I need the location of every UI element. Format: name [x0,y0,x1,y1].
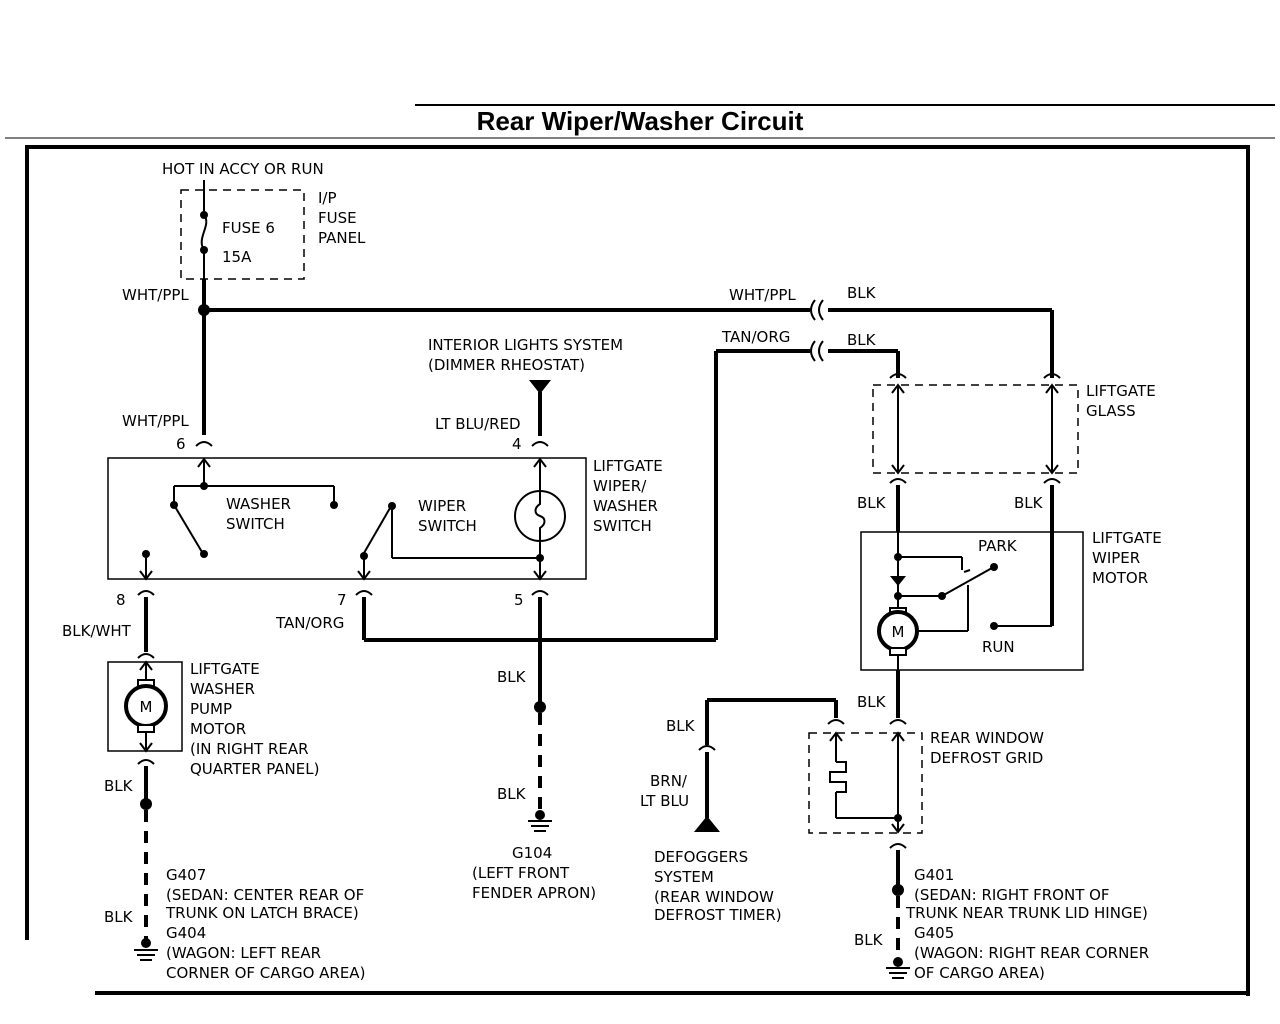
washer-switch-label-2: SWITCH [226,515,285,533]
switch-label-2: WIPER/ [593,477,647,495]
interior-lights-label-2: (DIMMER RHEOSTAT) [428,356,585,374]
wire-label-lt-blu-red: LT BLU/RED [435,415,521,433]
g405-label-2: (WAGON: RIGHT REAR CORNER [914,944,1149,962]
g104-label-2: (LEFT FRONT [472,864,570,882]
fuse-panel: HOT IN ACCY OR RUN FUSE 6 15A I/P FUSE P… [162,160,366,280]
liftgate-glass: LIFTGATE GLASS BLK BLK [857,373,1156,626]
fuse-panel-label-1: I/P [318,189,337,207]
wire-label-wht-ppl-right: WHT/PPL [729,286,796,304]
wire-label-blk-pump: BLK [104,777,134,795]
fuse-panel-label-2: FUSE [318,209,357,227]
wire-label-wht-ppl-top: WHT/PPL [122,286,189,304]
g407-label-1: G407 [166,866,206,884]
washer-switch-label-1: WASHER [226,495,291,513]
wire-label-blk-g407: BLK [104,908,134,926]
g104-label-1: G104 [512,844,552,862]
hot-label: HOT IN ACCY OR RUN [162,160,324,178]
g404-label-2: (WAGON: LEFT REAR [166,944,321,962]
wiper-switch-label-1: WIPER [418,497,466,515]
defoggers-feed: BLK BRN/ LT BLU DEFOGGERS SYSTEM (REAR W… [640,698,838,924]
page-title: Rear Wiper/Washer Circuit [477,106,804,136]
switch-output-pins: 8 7 5 [116,590,549,609]
fuse-rating: 15A [222,248,252,266]
wire-label-blk-motor: BLK [857,693,887,711]
pin-7-label: 7 [337,591,347,609]
pump-label-1: LIFTGATE [190,660,260,678]
wire-label-blk-glass-left: BLK [857,494,887,512]
fuse-name: FUSE 6 [222,219,275,237]
pump-label-2: WASHER [190,680,255,698]
page-frame [5,104,1275,996]
defoggers-label-3: (REAR WINDOW [654,888,774,906]
pump-label-6: QUARTER PANEL) [190,760,319,778]
wire-label-brn-2: LT BLU [640,792,689,810]
defrost-grid-label-1: REAR WINDOW [930,729,1044,747]
liftgate-wiper-motor: LIFTGATE WIPER MOTOR PARK M RUN BLK [857,529,1162,718]
liftgate-glass-label-2: GLASS [1086,402,1136,420]
main-feed-wires: WHT/PPL WHT/PPL BLK WHT/PPL 6 [122,279,1054,453]
wiper-motor-label-1: LIFTGATE [1092,529,1162,547]
g404-label-1: G404 [166,924,206,942]
wire-label-tan-org-top: TAN/ORG [721,328,790,346]
switch-label-4: SWITCH [593,517,652,535]
wiper-motor-label-2: WIPER [1092,549,1140,567]
g401-label-2: (SEDAN: RIGHT FRONT OF [914,886,1110,904]
pump-label-5: (IN RIGHT REAR [190,740,309,758]
g407-label-3: TRUNK ON LATCH BRACE) [165,904,359,922]
defrost-grid-label-2: DEFROST GRID [930,749,1043,767]
g407-label-2: (SEDAN: CENTER REAR OF [166,886,364,904]
wire-label-blk-wht: BLK/WHT [62,622,132,640]
pump-label-4: MOTOR [190,720,246,738]
fuse-panel-label-3: PANEL [318,229,366,247]
g405-label-3: OF CARGO AREA) [914,964,1045,982]
switch-label-3: WASHER [593,497,658,515]
wire-label-blk-pin5: BLK [497,668,527,686]
wire-label-blk-glass-right: BLK [1014,494,1044,512]
pump-label-3: PUMP [190,700,232,718]
rear-window-defrost-grid: REAR WINDOW DEFROST GRID BLK G401 (SEDAN… [808,719,1149,982]
pin-5-label: 5 [514,591,524,609]
defoggers-label-2: SYSTEM [654,868,714,886]
wire-label-blk-tan: BLK [847,331,877,349]
wire-label-brn-1: BRN/ [650,772,688,790]
run-label: RUN [982,638,1015,656]
switch-label-1: LIFTGATE [593,457,663,475]
wire-label-blk-g104: BLK [497,785,527,803]
g401-label-3: TRUNK NEAR TRUNK LID HINGE) [905,904,1148,922]
g104-label-3: FENDER APRON) [472,884,596,902]
liftgate-wiper-washer-switch: WASHER SWITCH WIPER SWITCH LIFTGATE WIPE… [107,457,663,581]
pump-motor-symbol: M [140,698,153,716]
wire-label-blk-top: BLK [847,284,877,302]
g401-label-1: G401 [914,866,954,884]
wire-label-blk-g401: BLK [854,931,884,949]
defoggers-label-4: DEFROST TIMER) [654,906,782,924]
wiper-motor-label-3: MOTOR [1092,569,1148,587]
g104-ground-branch: BLK BLK G104 (LEFT FRONT FENDER APRON) [472,597,596,902]
wiper-switch-label-2: SWITCH [418,517,477,535]
interior-lights-label-1: INTERIOR LIGHTS SYSTEM [428,336,623,354]
washer-pump-branch: BLK/WHT M LIFTGATE WASHER PUMP MOTOR (IN… [62,597,365,982]
wiper-motor-symbol: M [892,623,905,641]
g405-label-1: G405 [914,924,954,942]
pin-8-label: 8 [116,591,126,609]
wire-label-wht-ppl-pin6: WHT/PPL [122,412,189,430]
pin-6-label: 6 [176,435,186,453]
defoggers-label-1: DEFOGGERS [654,848,748,866]
liftgate-glass-label-1: LIFTGATE [1086,382,1156,400]
pin-4-label: 4 [512,435,522,453]
wire-label-blk-defog: BLK [666,717,696,735]
interior-lights-feed: INTERIOR LIGHTS SYSTEM (DIMMER RHEOSTAT)… [428,336,623,453]
park-label: PARK [978,537,1018,555]
wire-label-tan-org-pin7: TAN/ORG [275,614,344,632]
g404-label-3: CORNER OF CARGO AREA) [166,964,365,982]
